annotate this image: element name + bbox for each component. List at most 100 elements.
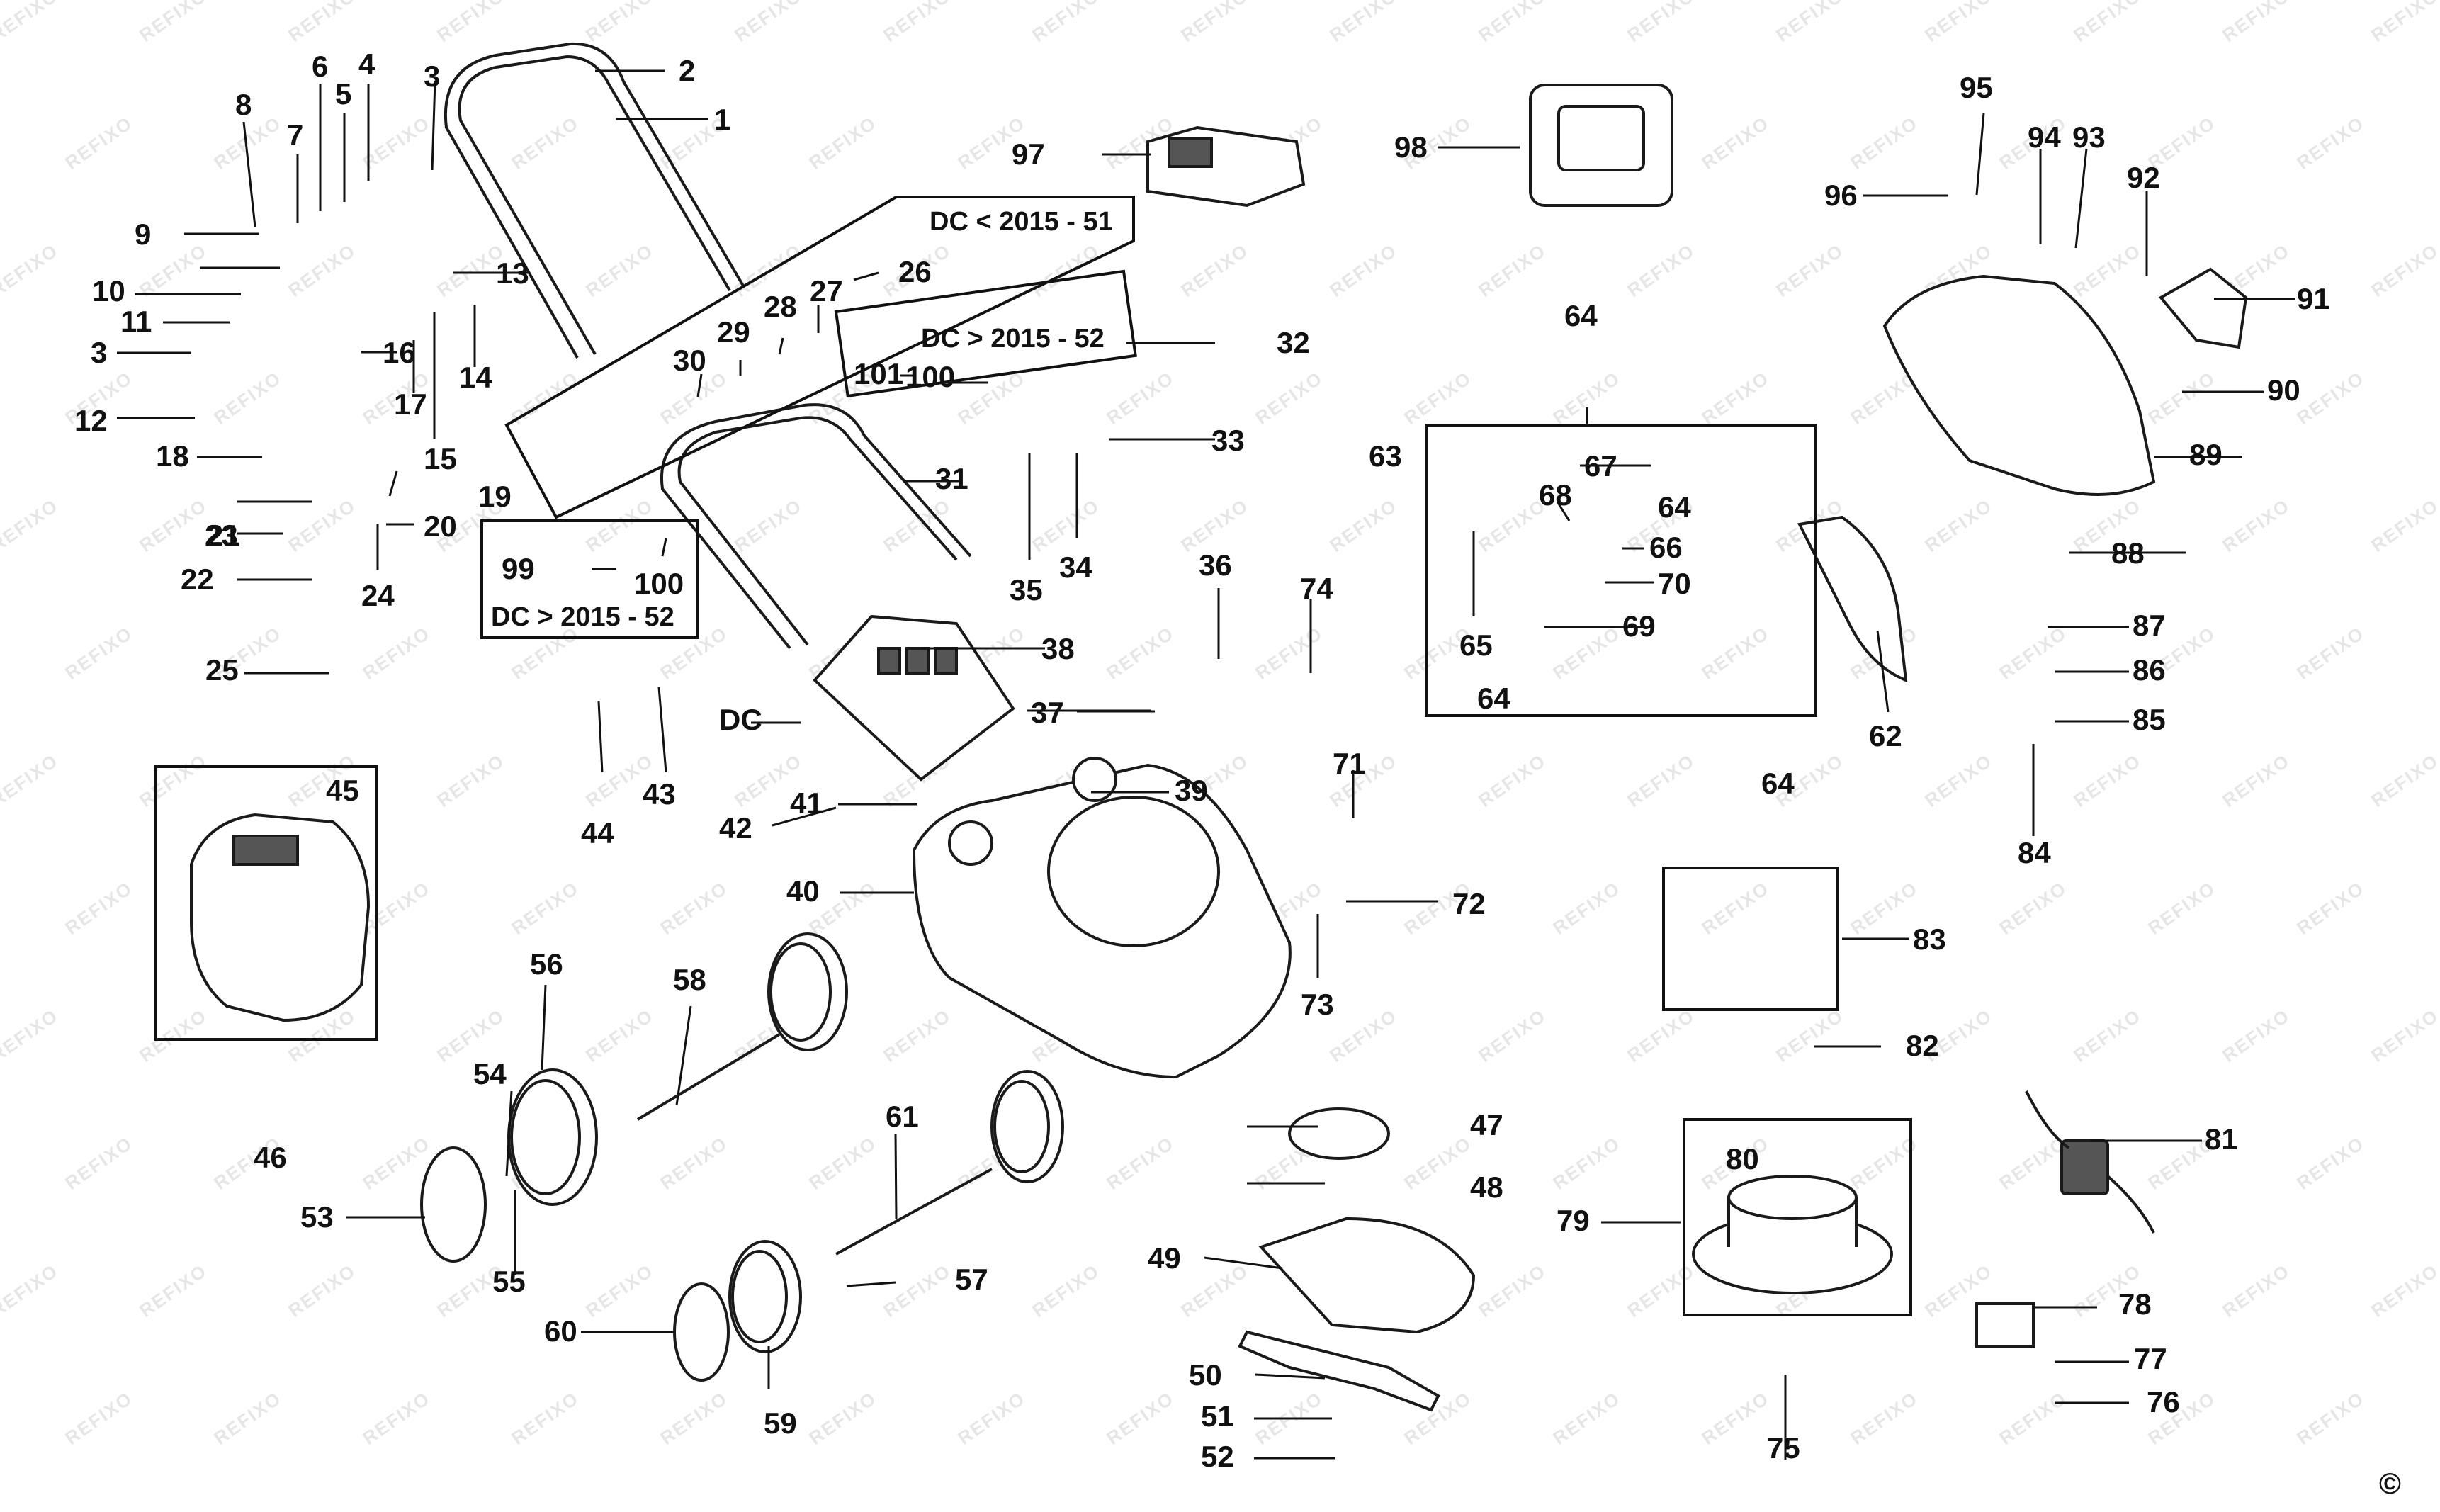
- callout-label: 21: [207, 519, 240, 552]
- note-dc-gt-2015-inner: DC > 2015 - 52: [921, 324, 1105, 354]
- callout-label: 96: [1824, 179, 1858, 212]
- box-47: [154, 765, 378, 1041]
- watermark-text: REFIXO: [1251, 622, 1326, 684]
- callout-label: 32: [1277, 326, 1310, 359]
- callout-label: 3: [91, 336, 107, 369]
- watermark-text: REFIXO: [1474, 750, 1549, 811]
- watermark-text: REFIXO: [1177, 495, 1252, 556]
- watermark-text: REFIXO: [1772, 1005, 1847, 1066]
- callout-label: 16: [383, 336, 416, 369]
- watermark-text: REFIXO: [2367, 1260, 2440, 1321]
- watermark-text: REFIXO: [507, 1387, 582, 1449]
- notes: DC < 2015 - 51 DC > 2015 - 52 DC > 2015 …: [491, 207, 1113, 736]
- note-dc-gt-2015-left: DC > 2015 - 52: [491, 602, 674, 632]
- watermark-text: REFIXO: [656, 1132, 731, 1194]
- wheel-front-right-part: [990, 1070, 1064, 1183]
- watermark-text: REFIXO: [1326, 0, 1401, 46]
- callout-label: 76: [2147, 1385, 2180, 1418]
- box-80: [1683, 1118, 1912, 1316]
- watermark-text: REFIXO: [2293, 622, 2368, 684]
- watermark-text: REFIXO: [1028, 239, 1103, 301]
- watermark-text: REFIXO: [284, 1260, 359, 1321]
- watermark-text: REFIXO: [805, 1387, 880, 1449]
- callout-label: 28: [764, 290, 797, 323]
- watermark-text: REFIXO: [1028, 0, 1103, 46]
- callout-label: 64: [1761, 767, 1795, 800]
- battery-part: [1146, 125, 1306, 208]
- leader-lines: [117, 69, 2295, 1460]
- box-dc-gt-2015-left: [480, 519, 699, 639]
- watermark-text: REFIXO: [1698, 367, 1773, 429]
- watermark-text: REFIXO: [61, 877, 136, 939]
- watermark-text: REFIXO: [1400, 1132, 1475, 1194]
- callout-label: 57: [955, 1263, 988, 1296]
- fan-part: [1288, 1107, 1390, 1160]
- callout-label: 54: [473, 1057, 507, 1090]
- watermark-text: REFIXO: [656, 1387, 731, 1449]
- callout-label: 46: [254, 1141, 287, 1174]
- callout-label: 49: [1148, 1241, 1181, 1275]
- watermark-text: REFIXO: [1549, 1387, 1624, 1449]
- watermark-text: REFIXO: [284, 239, 359, 301]
- watermark-text: REFIXO: [1102, 622, 1177, 684]
- callout-label: 47: [1470, 1108, 1503, 1141]
- watermark-text: REFIXO: [2367, 495, 2440, 556]
- watermark-text: REFIXO: [135, 495, 210, 556]
- watermark-text: REFIXO: [1846, 112, 1921, 174]
- watermark-text: REFIXO: [0, 1260, 62, 1321]
- callout-label: 85: [2133, 703, 2166, 736]
- watermark-text: REFIXO: [1028, 495, 1103, 556]
- watermark-text: REFIXO: [61, 622, 136, 684]
- watermark-text: REFIXO: [2367, 0, 2440, 46]
- callout-label: 56: [530, 947, 563, 981]
- watermark-text: REFIXO: [1251, 367, 1326, 429]
- watermark-text: REFIXO: [2218, 0, 2293, 46]
- callout-label: 19: [478, 480, 512, 513]
- callout-label: 59: [764, 1406, 797, 1440]
- watermark-text: REFIXO: [1474, 1005, 1549, 1066]
- watermark-text: REFIXO: [1995, 1387, 2070, 1449]
- watermark-text: REFIXO: [1995, 622, 2070, 684]
- callout-label: 38: [1041, 632, 1075, 665]
- callout-label: 64: [1564, 299, 1598, 332]
- callout-label: 53: [300, 1200, 334, 1234]
- wheel-front-rear-part: [767, 932, 848, 1051]
- watermark-text: REFIXO: [2069, 750, 2145, 811]
- callout-label: 87: [2133, 609, 2166, 642]
- watermark-text: REFIXO: [1623, 0, 1698, 46]
- wheel-57-part: [507, 1068, 598, 1206]
- watermark-text: REFIXO: [433, 750, 508, 811]
- callout-label: 55: [492, 1265, 526, 1298]
- handle-lower-part: [677, 416, 958, 646]
- callout-label: 100: [905, 360, 955, 393]
- callout-label: 9: [135, 218, 151, 251]
- motor-47-part: [190, 813, 371, 1022]
- watermark-text: REFIXO: [0, 0, 62, 46]
- watermark-text: REFIXO: [135, 1005, 210, 1066]
- watermark-text: REFIXO: [507, 877, 582, 939]
- callout-label: 63: [1369, 439, 1402, 473]
- watermark-text: REFIXO: [2069, 0, 2145, 46]
- hubcap-61-part: [673, 1282, 730, 1382]
- callout-label: 30: [673, 344, 706, 377]
- group-boxes: [154, 196, 1912, 1316]
- callout-labels: 1233456789101112131415161718192021222324…: [74, 47, 2330, 1473]
- note-dc-lt-2015: DC < 2015 - 51: [930, 207, 1113, 237]
- watermark-text: REFIXO: [1698, 622, 1773, 684]
- callout-label: 14: [459, 361, 492, 394]
- callout-label: 70: [1658, 567, 1691, 600]
- watermark-text: REFIXO: [2293, 1387, 2368, 1449]
- watermark-text: REFIXO: [2144, 877, 2219, 939]
- callout-label: 74: [1300, 572, 1333, 605]
- watermark-text: REFIXO: [1177, 239, 1252, 301]
- watermark-text: REFIXO: [135, 1260, 210, 1321]
- watermark-text: REFIXO: [1995, 877, 2070, 939]
- callout-label: 78: [2118, 1287, 2152, 1321]
- watermark-text: REFIXO: [1772, 239, 1847, 301]
- charger-part: [1529, 84, 1673, 207]
- callout-label: 3: [424, 60, 440, 93]
- callout-label: 98: [1394, 130, 1428, 164]
- watermark-text: REFIXO: [730, 0, 806, 46]
- callout-label: 24: [361, 579, 395, 612]
- grassbox-lid-part: [813, 614, 1015, 782]
